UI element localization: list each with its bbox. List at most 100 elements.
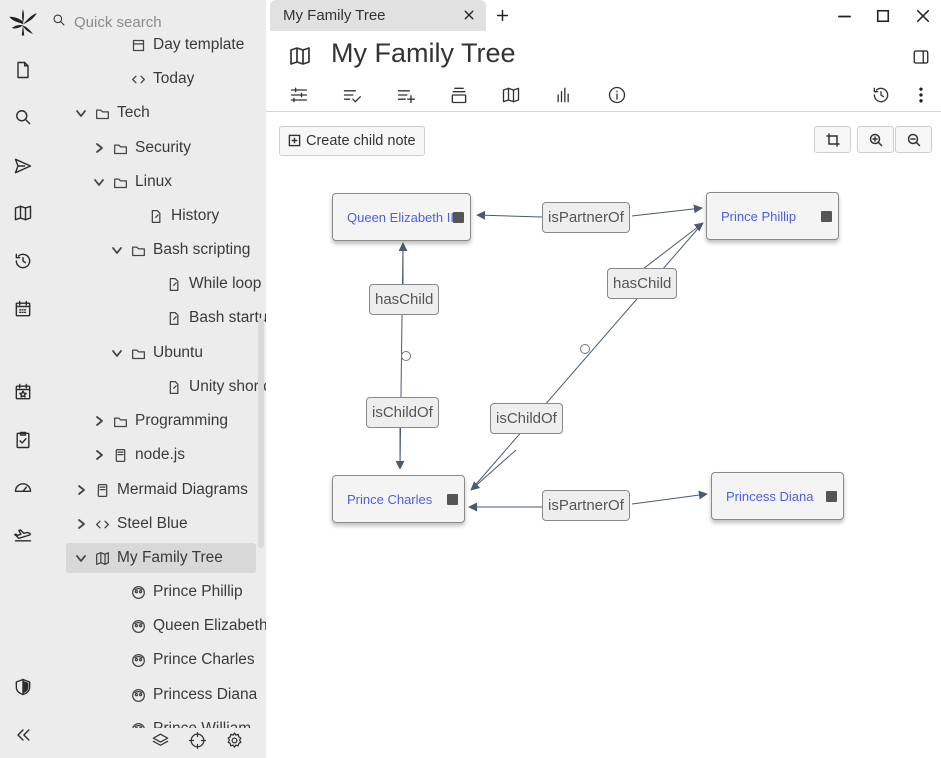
chevron-right-icon[interactable] bbox=[92, 448, 106, 462]
tree-item[interactable]: Linux bbox=[92, 167, 172, 197]
tab-title: My Family Tree bbox=[283, 7, 386, 24]
person-icon bbox=[130, 584, 146, 600]
chevron-right-icon[interactable] bbox=[92, 414, 106, 428]
similar-notes-icon[interactable] bbox=[551, 82, 577, 108]
chevron-down-icon[interactable] bbox=[74, 551, 88, 565]
tree-item-label: While loop bbox=[189, 275, 262, 292]
reset-pan-zoom-button[interactable] bbox=[814, 126, 851, 153]
basic-properties-icon[interactable] bbox=[286, 82, 312, 108]
relation-arrow[interactable] bbox=[631, 490, 708, 505]
relation-label[interactable]: isChildOf bbox=[490, 403, 563, 434]
chevron-right-icon[interactable] bbox=[74, 483, 88, 497]
tree-item[interactable]: History bbox=[148, 201, 219, 231]
chevron-down-icon[interactable] bbox=[110, 243, 124, 257]
chevron-down-icon[interactable] bbox=[74, 106, 88, 120]
todo-icon[interactable] bbox=[8, 425, 38, 455]
note-paths-icon[interactable] bbox=[446, 82, 472, 108]
bookmark-icon[interactable] bbox=[8, 377, 38, 407]
plus-icon[interactable] bbox=[494, 7, 510, 23]
tree-item-label: Princess Diana bbox=[153, 686, 258, 703]
relation-line[interactable] bbox=[470, 223, 703, 491]
locate-icon[interactable] bbox=[183, 726, 211, 754]
new-note-icon[interactable] bbox=[8, 55, 38, 85]
create-child-note-button[interactable]: Create child note bbox=[279, 126, 425, 156]
folder-icon bbox=[112, 413, 128, 429]
trilium-logo-icon[interactable] bbox=[6, 6, 40, 40]
tree-item[interactable]: Princess Diana bbox=[130, 680, 257, 710]
map-note-title: Queen Elizabeth II bbox=[347, 209, 454, 225]
connection-handle[interactable] bbox=[447, 494, 458, 505]
recent-changes-icon[interactable] bbox=[8, 246, 38, 276]
minimize-icon[interactable] bbox=[833, 5, 855, 27]
jump-to-note-icon[interactable] bbox=[8, 151, 38, 181]
relation-arrow[interactable] bbox=[631, 204, 703, 217]
code-icon bbox=[130, 71, 146, 87]
tab-my-family-tree[interactable]: My Family Tree bbox=[270, 0, 486, 31]
calendar-icon[interactable] bbox=[8, 294, 38, 324]
search-icon[interactable] bbox=[8, 102, 38, 132]
owned-attributes-icon[interactable] bbox=[339, 82, 365, 108]
tree-item[interactable]: Prince William bbox=[130, 714, 251, 728]
close-window-icon[interactable] bbox=[912, 5, 934, 27]
connection-handle[interactable] bbox=[453, 212, 464, 223]
chevron-down-icon[interactable] bbox=[92, 175, 106, 189]
connection-handle[interactable] bbox=[826, 491, 837, 502]
tree-item[interactable]: Queen Elizabeth II bbox=[130, 611, 266, 641]
settings-icon[interactable] bbox=[220, 726, 248, 754]
tree-item[interactable]: Prince Phillip bbox=[130, 577, 243, 607]
map-note-diana[interactable]: Princess Diana bbox=[711, 472, 844, 520]
tree-item[interactable]: Security bbox=[92, 133, 191, 163]
toggle-right-pane-icon[interactable] bbox=[910, 46, 932, 68]
tree-item[interactable]: My Family Tree bbox=[66, 543, 256, 573]
tree-scrollbar[interactable] bbox=[258, 318, 264, 548]
tree-item[interactable]: Ubuntu bbox=[110, 338, 203, 368]
relation-label[interactable]: isChildOf bbox=[366, 397, 439, 428]
tree-item[interactable]: node.js bbox=[92, 440, 185, 470]
connection-handle[interactable] bbox=[821, 211, 832, 222]
more-actions-icon[interactable] bbox=[908, 82, 934, 108]
zoom-out-button[interactable] bbox=[895, 126, 932, 153]
tree-item[interactable]: Programming bbox=[92, 406, 228, 436]
chevron-down-icon[interactable] bbox=[110, 346, 124, 360]
tree-item[interactable]: Steel Blue bbox=[74, 509, 188, 539]
person-icon bbox=[130, 687, 146, 703]
note-title[interactable]: My Family Tree bbox=[331, 38, 516, 68]
map-icon bbox=[94, 550, 110, 566]
protected-session-icon[interactable] bbox=[8, 672, 38, 702]
note-map-icon[interactable] bbox=[8, 198, 38, 228]
map-note-phillip[interactable]: Prince Phillip bbox=[706, 192, 839, 240]
relation-arrow[interactable] bbox=[470, 449, 517, 491]
tree-item[interactable]: Day template bbox=[130, 30, 244, 60]
chevron-right-icon[interactable] bbox=[92, 141, 106, 155]
inherited-attributes-icon[interactable] bbox=[393, 82, 419, 108]
relation-label[interactable]: hasChild bbox=[369, 284, 440, 315]
flight-icon[interactable] bbox=[8, 520, 38, 550]
tree-item[interactable]: Prince Charles bbox=[130, 645, 255, 675]
layers-icon[interactable] bbox=[146, 726, 174, 754]
chevron-right-icon[interactable] bbox=[74, 517, 88, 531]
close-icon[interactable] bbox=[461, 7, 477, 23]
collapse-sidebar-icon[interactable] bbox=[8, 720, 38, 750]
tree-item[interactable]: Bash startup bbox=[166, 303, 266, 333]
tree-item[interactable]: Bash scripting bbox=[110, 235, 250, 265]
map-note-charles[interactable]: Prince Charles bbox=[332, 475, 465, 523]
dashboard-icon[interactable] bbox=[8, 473, 38, 503]
tree-item[interactable]: Tech bbox=[74, 98, 150, 128]
maximize-icon[interactable] bbox=[872, 5, 894, 27]
relation-label[interactable]: isPartnerOf bbox=[542, 202, 630, 233]
map-note-queen[interactable]: Queen Elizabeth II bbox=[332, 193, 471, 241]
note-info-icon[interactable] bbox=[604, 82, 630, 108]
search-input[interactable] bbox=[74, 10, 254, 34]
relation-label[interactable]: hasChild bbox=[607, 268, 678, 299]
tree-item-label: Tech bbox=[117, 104, 150, 121]
relation-arrow[interactable] bbox=[476, 210, 543, 220]
tree-item[interactable]: Mermaid Diagrams bbox=[74, 475, 248, 505]
zoom-in-button[interactable] bbox=[857, 126, 894, 153]
tree-item[interactable]: While loop bbox=[166, 269, 261, 299]
note-map-icon[interactable] bbox=[498, 82, 524, 108]
tree-item[interactable]: Unity shortcuts bbox=[166, 372, 266, 402]
relation-label[interactable]: isPartnerOf bbox=[542, 490, 630, 521]
revisions-icon[interactable] bbox=[868, 82, 894, 108]
tree-item[interactable]: Today bbox=[130, 64, 194, 94]
